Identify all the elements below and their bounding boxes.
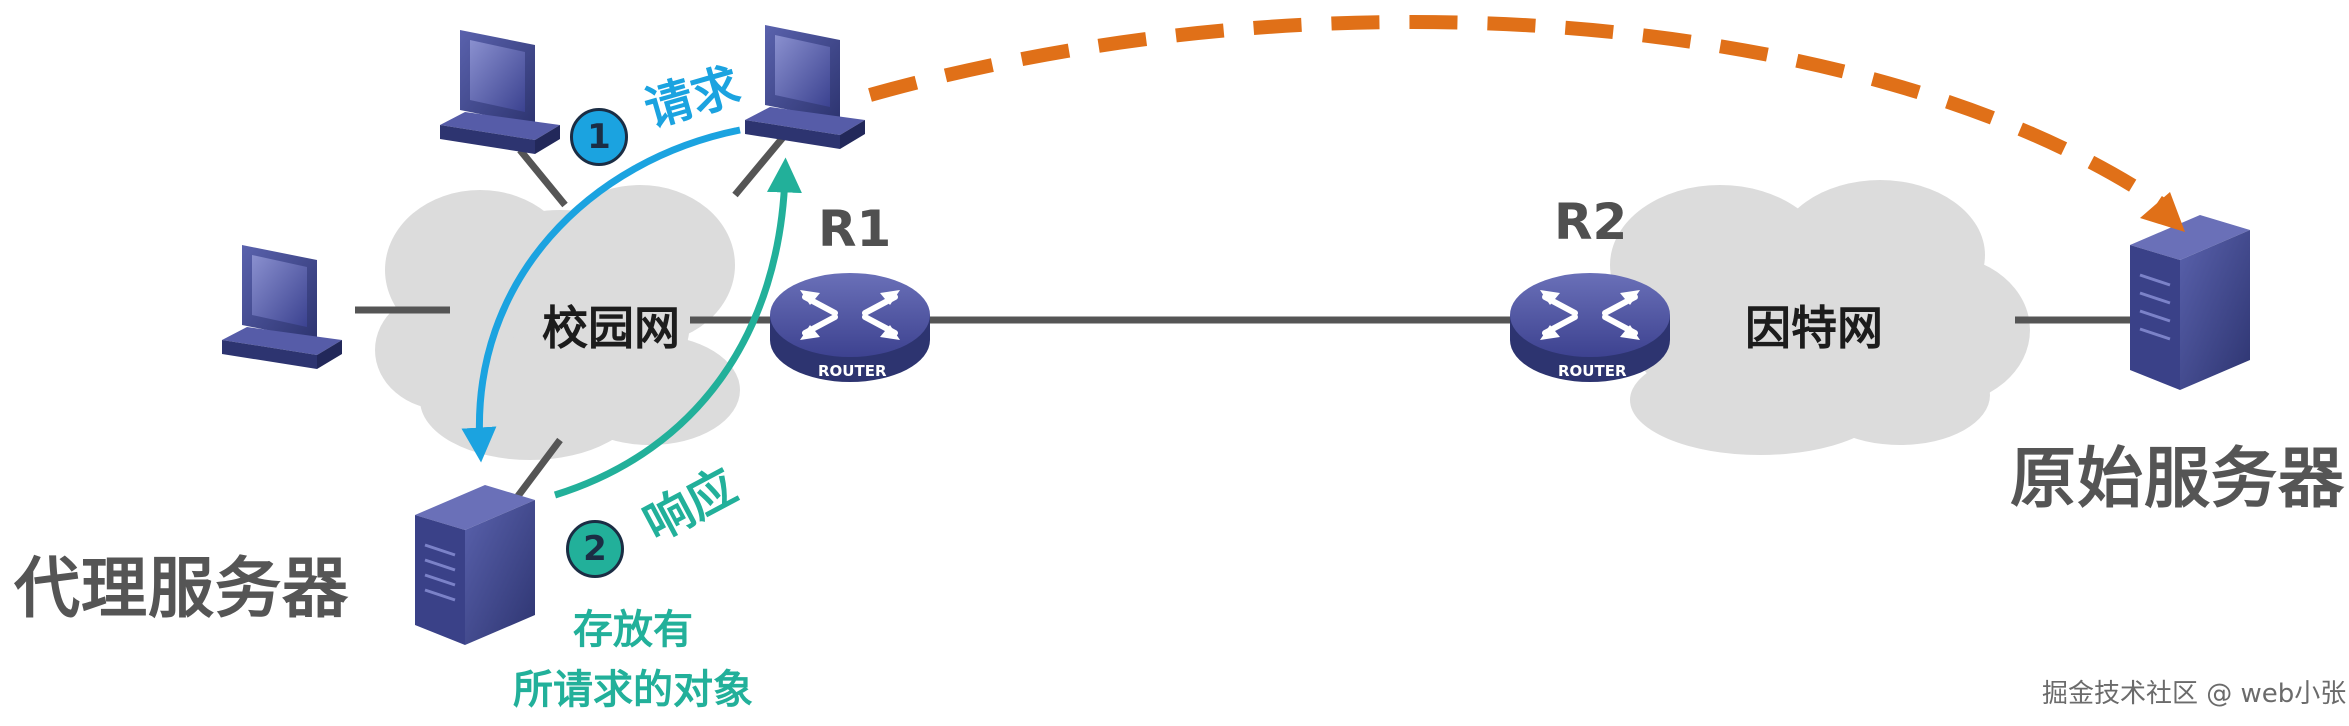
step2-badge: 2 xyxy=(566,520,624,578)
router2-text: ROUTER xyxy=(1558,362,1627,380)
link-pc-top-right xyxy=(732,132,788,198)
router-r2-icon xyxy=(1510,273,1670,382)
direct-path-arrowhead-icon xyxy=(2140,192,2185,232)
desktop-computer-icon xyxy=(222,245,342,369)
origin-server-label: 原始服务器 xyxy=(2010,440,2345,517)
stored-note-line2: 所请求的对象 xyxy=(513,667,753,713)
response-arrow xyxy=(553,157,802,499)
campus-network-label: 校园网 xyxy=(542,301,680,355)
watermark: 掘金技术社区 @ web小张 xyxy=(2042,679,2347,709)
router1-text: ROUTER xyxy=(818,362,887,380)
origin-server-tower-icon xyxy=(2130,215,2250,390)
router1-label: R1 xyxy=(818,200,892,258)
router2-label: R2 xyxy=(1554,193,1628,251)
stored-note-line1: 存放有 xyxy=(573,607,693,653)
desktop-computer-icon xyxy=(440,30,560,154)
step1-badge: 1 xyxy=(570,108,628,166)
direct-path-arrow xyxy=(868,14,2175,216)
internet-label: 因特网 xyxy=(1745,301,1883,355)
desktop-computer-icon xyxy=(745,25,865,149)
link-pc-top-left xyxy=(517,147,568,208)
proxy-server-tower-icon xyxy=(415,485,535,645)
network-links xyxy=(355,132,2130,503)
request-arrow xyxy=(461,126,741,463)
link-proxy-server xyxy=(512,437,563,503)
stored-object-note: 存放有 所请求的对象 xyxy=(498,600,768,720)
router-r1-icon xyxy=(770,273,930,382)
proxy-server-label: 代理服务器 xyxy=(14,550,349,627)
